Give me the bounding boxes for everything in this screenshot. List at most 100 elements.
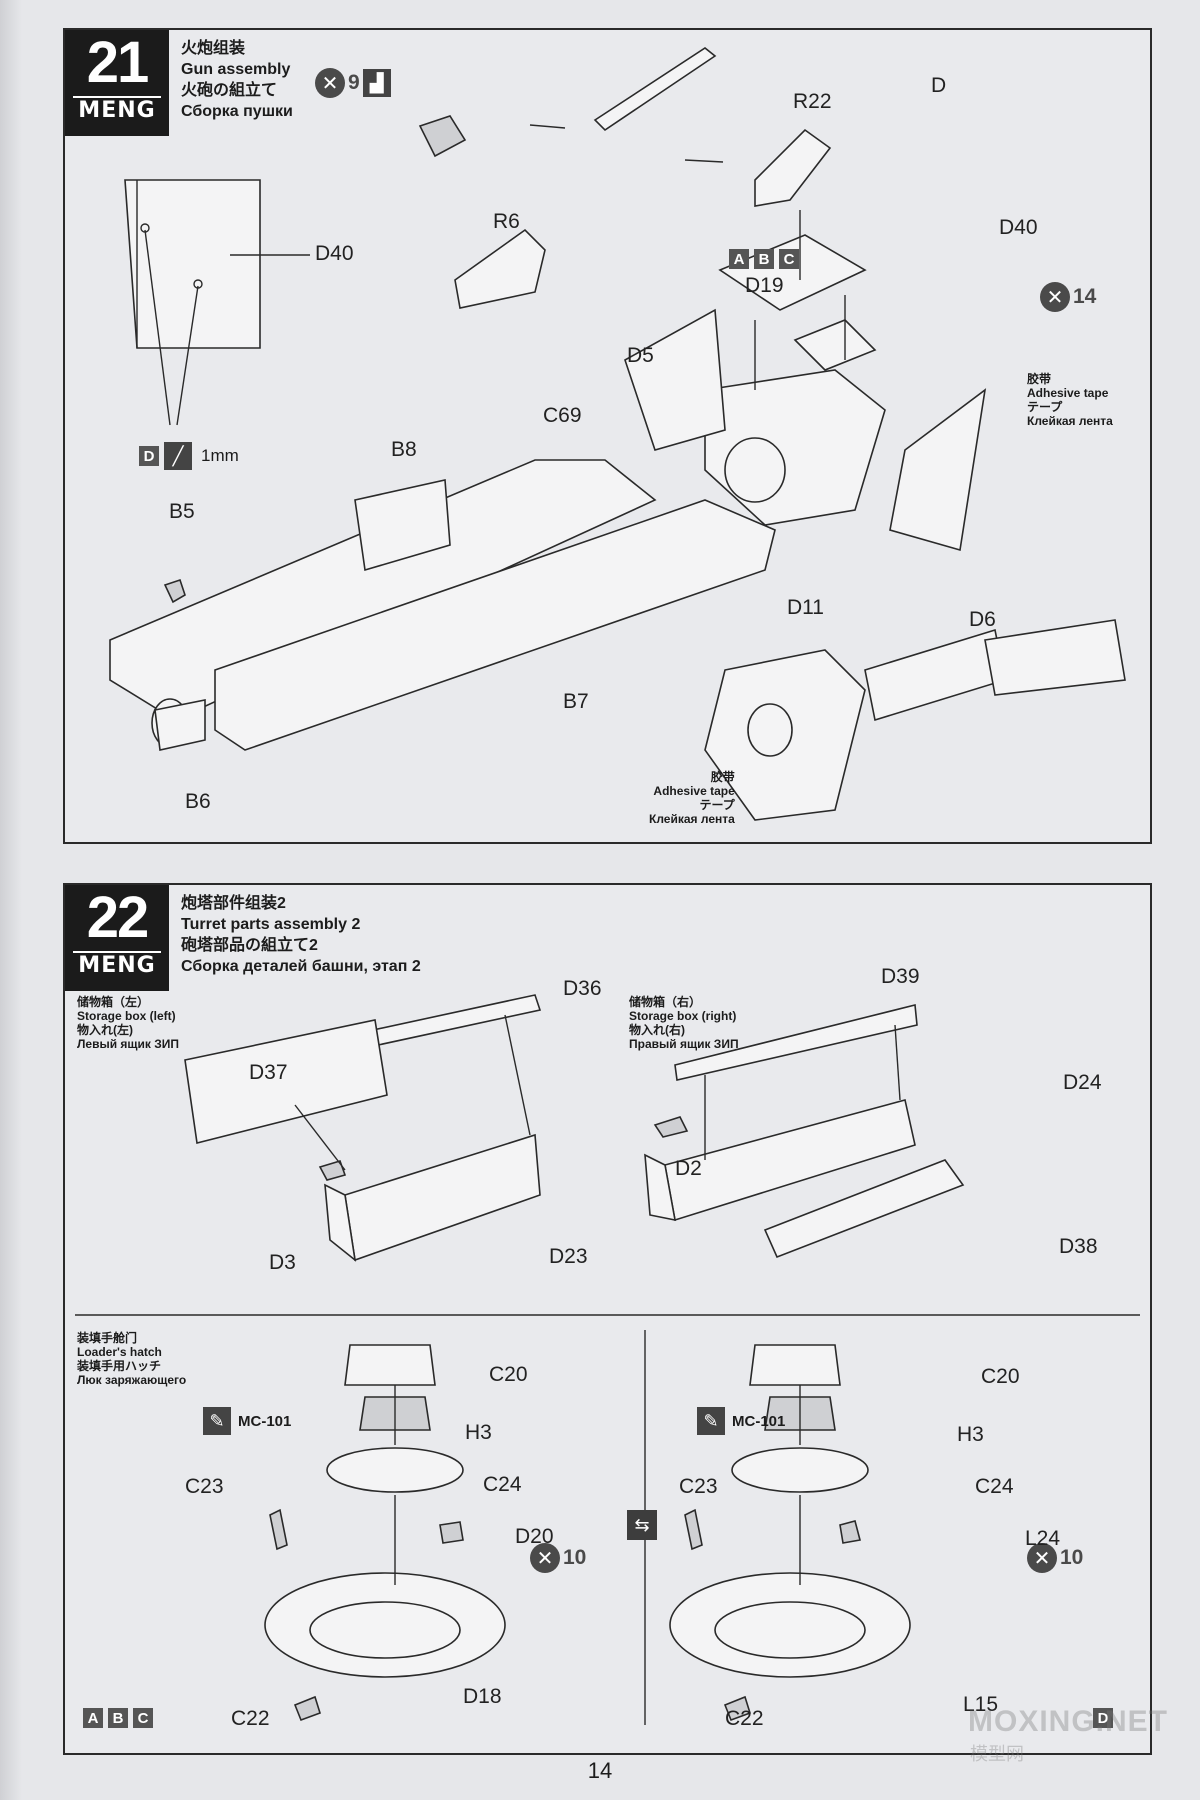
drill-note: D ╱ 1mm <box>139 442 239 470</box>
quantity-badge-x9: ✕ 9 ▟ <box>315 68 391 98</box>
part-label: C20 <box>489 1363 528 1386</box>
part-d2 <box>653 1116 689 1138</box>
adhesive-tape-note-2: 胶带 Adhesive tape テープ Клейкая лента <box>649 770 735 826</box>
part-label: C24 <box>483 1473 522 1496</box>
swap-icon: ⇆ <box>627 1510 657 1540</box>
quantity-badge-x14: ✕ 14 <box>1040 282 1096 312</box>
step-21-panel: 21 MENG 火炮组装 Gun assembly 火砲の組立て Сборка … <box>63 28 1152 844</box>
step-21-badge: 21 MENG <box>65 30 169 136</box>
runner-tag-d: D <box>1093 1708 1115 1728</box>
part-label: D20 <box>515 1525 554 1548</box>
part-label: D38 <box>1059 1235 1098 1258</box>
loaders-hatch-heading: 装填手舱门 Loader's hatch 装填手用ハッチ Люк заряжаю… <box>77 1331 187 1387</box>
part-c22 <box>723 1695 751 1722</box>
step-number: 22 <box>86 885 150 950</box>
part-d11-mantlet <box>704 369 886 526</box>
quantity-badge-x10-right: ✕ 10 <box>1027 1543 1083 1573</box>
part-c23 <box>269 1508 288 1551</box>
title-jp: 火砲の組立て <box>181 82 278 99</box>
part-label: C23 <box>679 1475 718 1498</box>
adhesive-tape-note-1: 胶带 Adhesive tape テープ Клейкая лента <box>1027 372 1113 428</box>
step-21-titles: 火炮组装 Gun assembly 火砲の組立て Сборка пушки <box>181 38 293 122</box>
part-d39-lid <box>674 1003 918 1081</box>
brand-logo: MENG <box>73 951 161 979</box>
step-22-drawing <box>75 994 1140 1725</box>
step-number: 21 <box>86 30 150 95</box>
page-number: 14 <box>587 1758 613 1783</box>
storage-box-left-heading: 储物箱（左） Storage box (left) 物入れ(左) Левый я… <box>77 995 180 1051</box>
part-label: D39 <box>881 965 920 988</box>
title-en: Turret parts assembly 2 <box>181 916 361 933</box>
part-b7-barrel <box>214 499 776 751</box>
part-label: B5 <box>169 500 195 523</box>
part-d6-shield <box>889 388 987 552</box>
part-label: D5 <box>627 344 654 367</box>
part-c22 <box>293 1695 321 1722</box>
part-label: B8 <box>391 438 417 461</box>
watermark: MOXING.NET <box>968 1705 1169 1738</box>
part-label: D24 <box>1063 1071 1102 1094</box>
part-d20 <box>439 1521 464 1544</box>
step-22-badge: 22 MENG <box>65 885 169 991</box>
title-cn: 炮塔部件组装2 <box>181 895 286 912</box>
part-label: D40 <box>999 216 1038 239</box>
part-lever <box>418 115 467 158</box>
title-ru: Сборка деталей башни, этап 2 <box>181 958 421 975</box>
part-label: L24 <box>1025 1527 1061 1550</box>
part-label: D <box>931 74 947 97</box>
paint-callout-right: ✎ MC-101 <box>697 1407 785 1435</box>
part-label: D36 <box>563 977 602 1000</box>
step-22-titles: 炮塔部件组装2 Turret parts assembly 2 砲塔部品の組立て… <box>181 893 421 977</box>
part-label: C22 <box>725 1707 764 1730</box>
part-label: C23 <box>185 1475 224 1498</box>
part-d38-panel <box>763 1159 965 1259</box>
binder-edge <box>0 0 22 1800</box>
part-c24 <box>326 1447 464 1493</box>
part-d40-tray <box>718 234 867 311</box>
part-label: D19 <box>745 274 784 297</box>
step-21-drawing <box>109 47 1126 821</box>
part-d5-shield <box>624 308 726 451</box>
title-cn: 火炮组装 <box>181 40 246 57</box>
part-d40-plate <box>124 179 261 349</box>
paint-callout-left: ✎ MC-101 <box>203 1407 291 1435</box>
title-jp: 砲塔部品の組立て2 <box>181 937 318 954</box>
part-label: C69 <box>543 404 582 427</box>
part-r6 <box>454 228 546 309</box>
part-label: B6 <box>185 790 211 813</box>
x-icon: ✕ <box>530 1543 560 1573</box>
part-label: D6 <box>969 608 996 631</box>
part-label: R6 <box>493 210 520 233</box>
x-icon: ✕ <box>315 68 345 98</box>
part-label: D11 <box>787 596 824 619</box>
drill-icon: ╱ <box>164 442 192 470</box>
part-label: H3 <box>465 1421 492 1444</box>
part-c24 <box>731 1447 869 1493</box>
part-b8-cradle <box>109 459 657 721</box>
x-icon: ✕ <box>1027 1543 1057 1573</box>
part-label: D2 <box>675 1157 702 1180</box>
part-label: H3 <box>957 1423 984 1446</box>
brush-icon: ✎ <box>697 1407 725 1435</box>
part-d3 <box>318 1160 347 1181</box>
part-c20 <box>749 1344 841 1386</box>
part-label: B7 <box>563 690 589 713</box>
title-en: Gun assembly <box>181 61 291 78</box>
storage-box-right-heading: 储物箱（右） Storage box (right) 物入れ(右) Правый… <box>629 995 739 1051</box>
part-label: L15 <box>963 1693 999 1716</box>
brand-logo: MENG <box>73 96 161 124</box>
boot-icon: ▟ <box>362 69 391 97</box>
part-label: D3 <box>269 1251 296 1274</box>
title-ru: Сборка пушки <box>181 103 293 120</box>
part-c20 <box>344 1344 436 1386</box>
part-r22-rod <box>593 47 717 132</box>
x-icon: ✕ <box>1040 282 1070 312</box>
part-d23-box <box>344 1133 541 1262</box>
part-l24 <box>839 1520 861 1544</box>
part-label: C24 <box>975 1475 1014 1498</box>
part-label: D18 <box>463 1685 502 1708</box>
step-22-panel: 22 MENG 炮塔部件组装2 Turret parts assembly 2 … <box>63 883 1152 1755</box>
part-b5 <box>163 578 186 604</box>
part-label: R22 <box>793 90 832 113</box>
